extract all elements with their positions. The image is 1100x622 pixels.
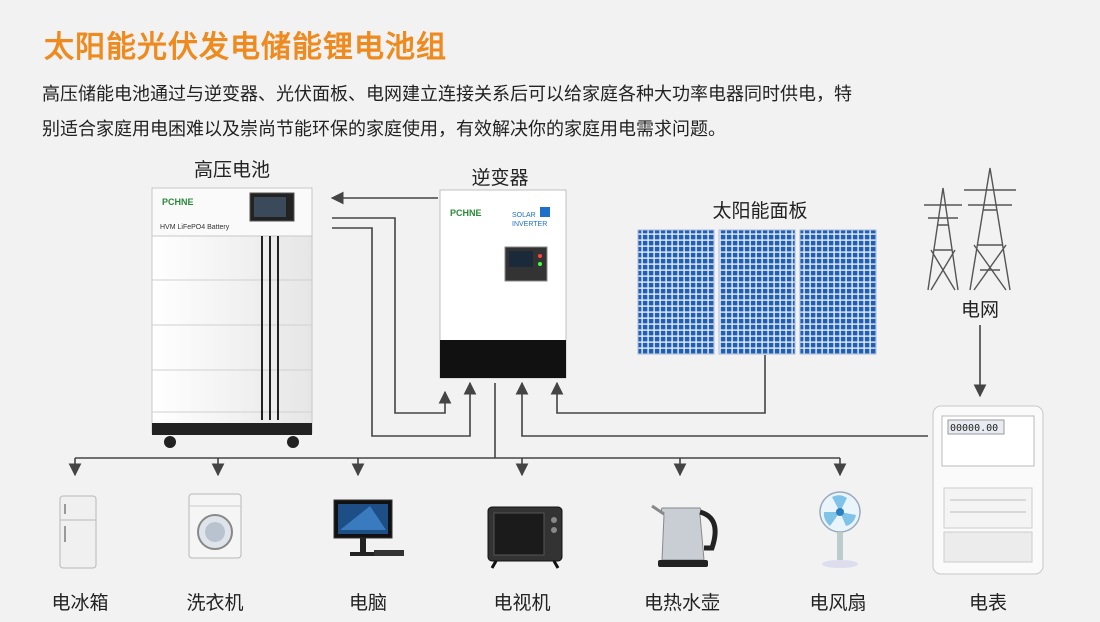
- battery-label: 高压电池: [193, 159, 270, 181]
- inverter-text-solar: SOLAR: [512, 212, 536, 219]
- solar-panel-array: [637, 229, 877, 355]
- connection-lines: [68, 191, 987, 477]
- computer-icon: [333, 499, 404, 556]
- appliance-label-tv: 电视机: [493, 592, 551, 614]
- page-title: 太阳能光伏发电储能锂电池组: [44, 30, 447, 65]
- kettle-icon: [651, 504, 718, 567]
- appliance-label-fan: 电风扇: [809, 592, 867, 614]
- description-line-1: 高压储能电池通过与逆变器、光伏面板、电网建立连接关系后可以给家庭各种大功率电器同…: [42, 84, 852, 105]
- battery-model: HVM LiFePO4 Battery: [160, 224, 230, 231]
- appliance-label-kettle: 电热水壶: [643, 592, 720, 614]
- power-tower-icon: [924, 167, 1016, 291]
- battery-brand: PCHNE: [162, 197, 194, 207]
- electric-meter: 00000.00: [932, 405, 1044, 575]
- description-line-2: 别适合家庭用电困难以及崇尚节能环保的家庭使用，有效解决你的家庭用电需求问题。: [42, 119, 726, 140]
- solar-panel-label: 太阳能面板: [712, 200, 808, 222]
- meter-label: 电表: [968, 592, 1007, 614]
- inverter-label: 逆变器: [471, 167, 529, 189]
- inverter-unit: PCHNE SOLAR INVERTER: [439, 189, 567, 379]
- battery-unit: PCHNE HVM LiFePO4 Battery: [151, 187, 313, 448]
- fan-icon: [819, 491, 861, 568]
- appliance-label-refrigerator: 电冰箱: [51, 592, 109, 614]
- inverter-brand: PCHNE: [450, 208, 482, 218]
- inverter-text-inverter: INVERTER: [512, 221, 547, 228]
- tv-icon: [487, 506, 563, 569]
- washing-machine-icon: [188, 493, 242, 559]
- refrigerator-icon: [59, 495, 97, 569]
- appliance-label-washing-machine: 洗衣机: [186, 592, 244, 614]
- meter-reading: 00000.00: [950, 423, 998, 434]
- appliance-label-computer: 电脑: [348, 592, 387, 614]
- grid-label: 电网: [960, 299, 999, 321]
